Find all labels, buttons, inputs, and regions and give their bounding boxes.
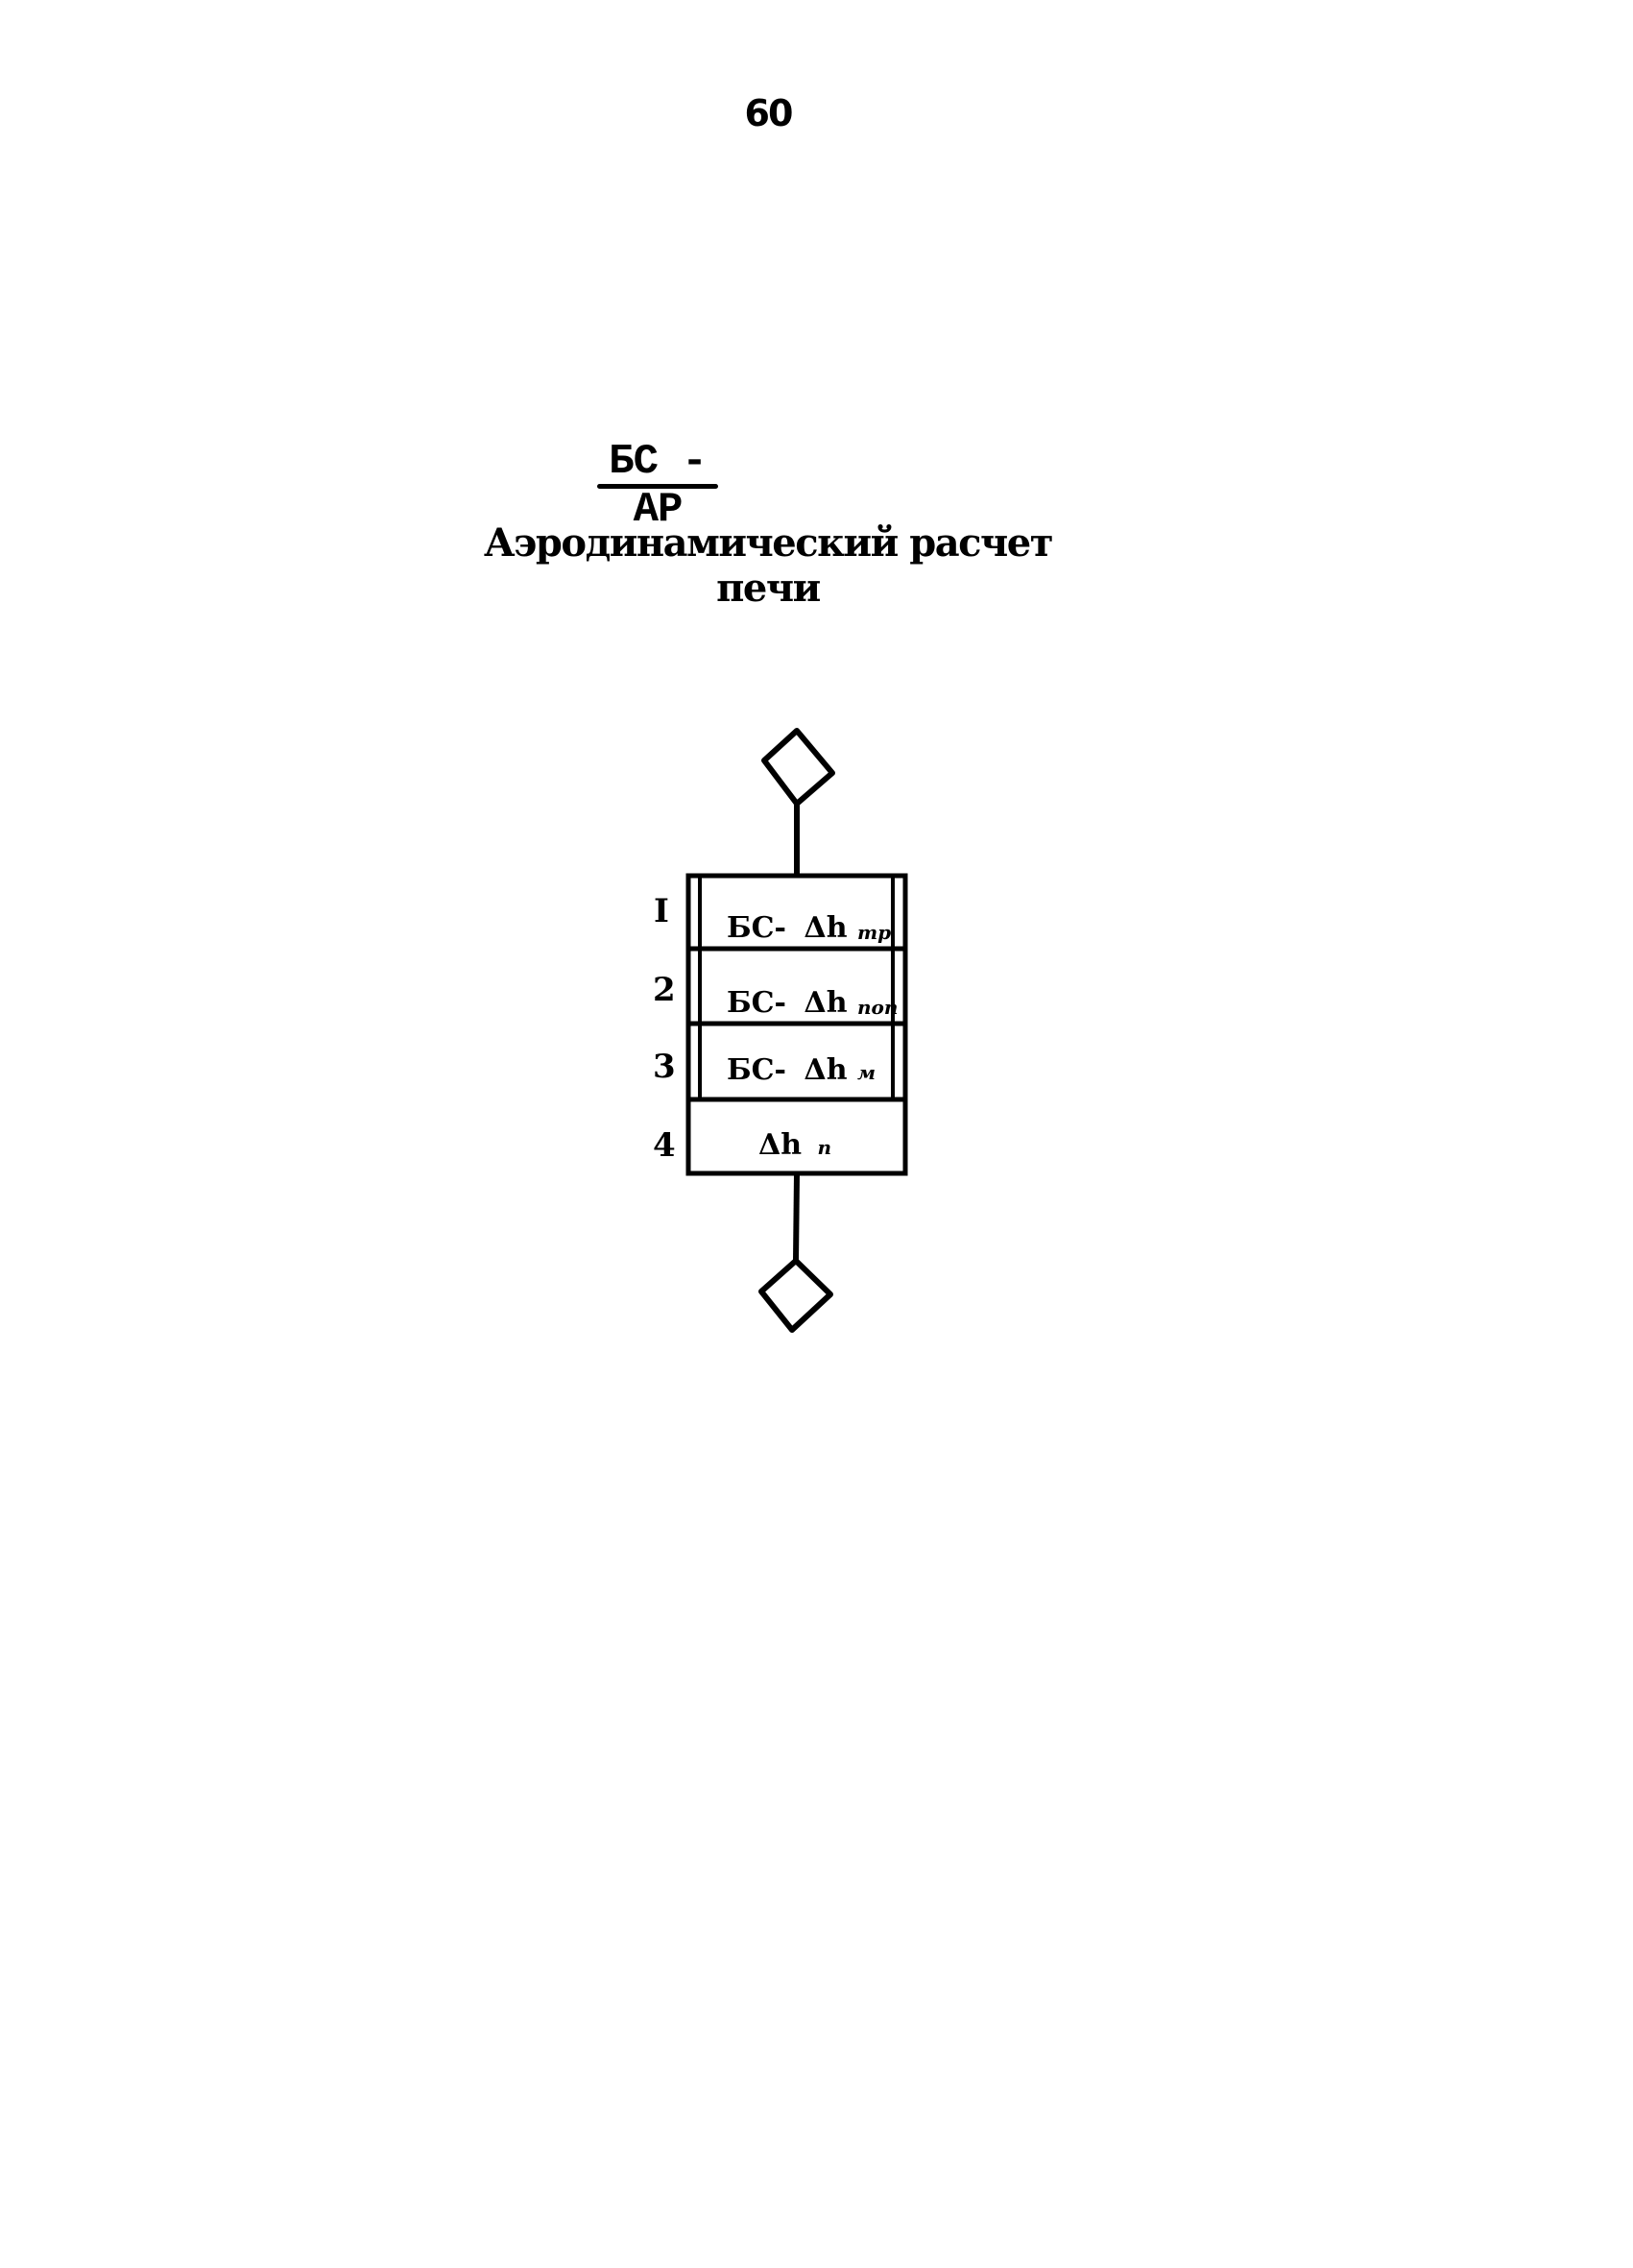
page-number: 60 — [744, 92, 794, 134]
block-1-symbol: Δh — [804, 911, 847, 945]
block-1-label: БС- Δh тр — [727, 911, 891, 945]
block-2-label: БС- Δh поп — [727, 986, 898, 1020]
block-1-prefix: БС- — [727, 911, 786, 945]
block-4-label: Δh п — [758, 1128, 831, 1162]
exit-flow-line — [793, 1172, 800, 1262]
block-2-subscript: поп — [857, 996, 898, 1019]
row-number-4: 4 — [653, 1126, 676, 1165]
title-underline — [597, 484, 718, 489]
entry-diamond-connector — [761, 728, 835, 807]
block-3-subscript: м — [857, 1061, 876, 1084]
row-number-3: 3 — [653, 1048, 676, 1086]
block-2-prefix: БС- — [727, 986, 786, 1020]
block-4-subscript: п — [818, 1136, 832, 1159]
row-number-2: 2 — [653, 971, 676, 1009]
block-3-prefix: БС- — [727, 1053, 786, 1087]
block-3-label: БС- Δh м — [727, 1053, 876, 1087]
block-4-symbol: Δh — [758, 1128, 802, 1162]
block-1-subscript: тр — [857, 921, 891, 944]
row-number-1: I — [654, 892, 669, 930]
block-3-symbol: Δh — [804, 1053, 847, 1087]
exit-diamond-connector — [758, 1258, 833, 1333]
block-2-symbol: Δh — [804, 986, 847, 1020]
block-title: БС - АР — [609, 438, 708, 534]
block-subtitle: Аэродинамический расчет печи — [483, 520, 1054, 611]
